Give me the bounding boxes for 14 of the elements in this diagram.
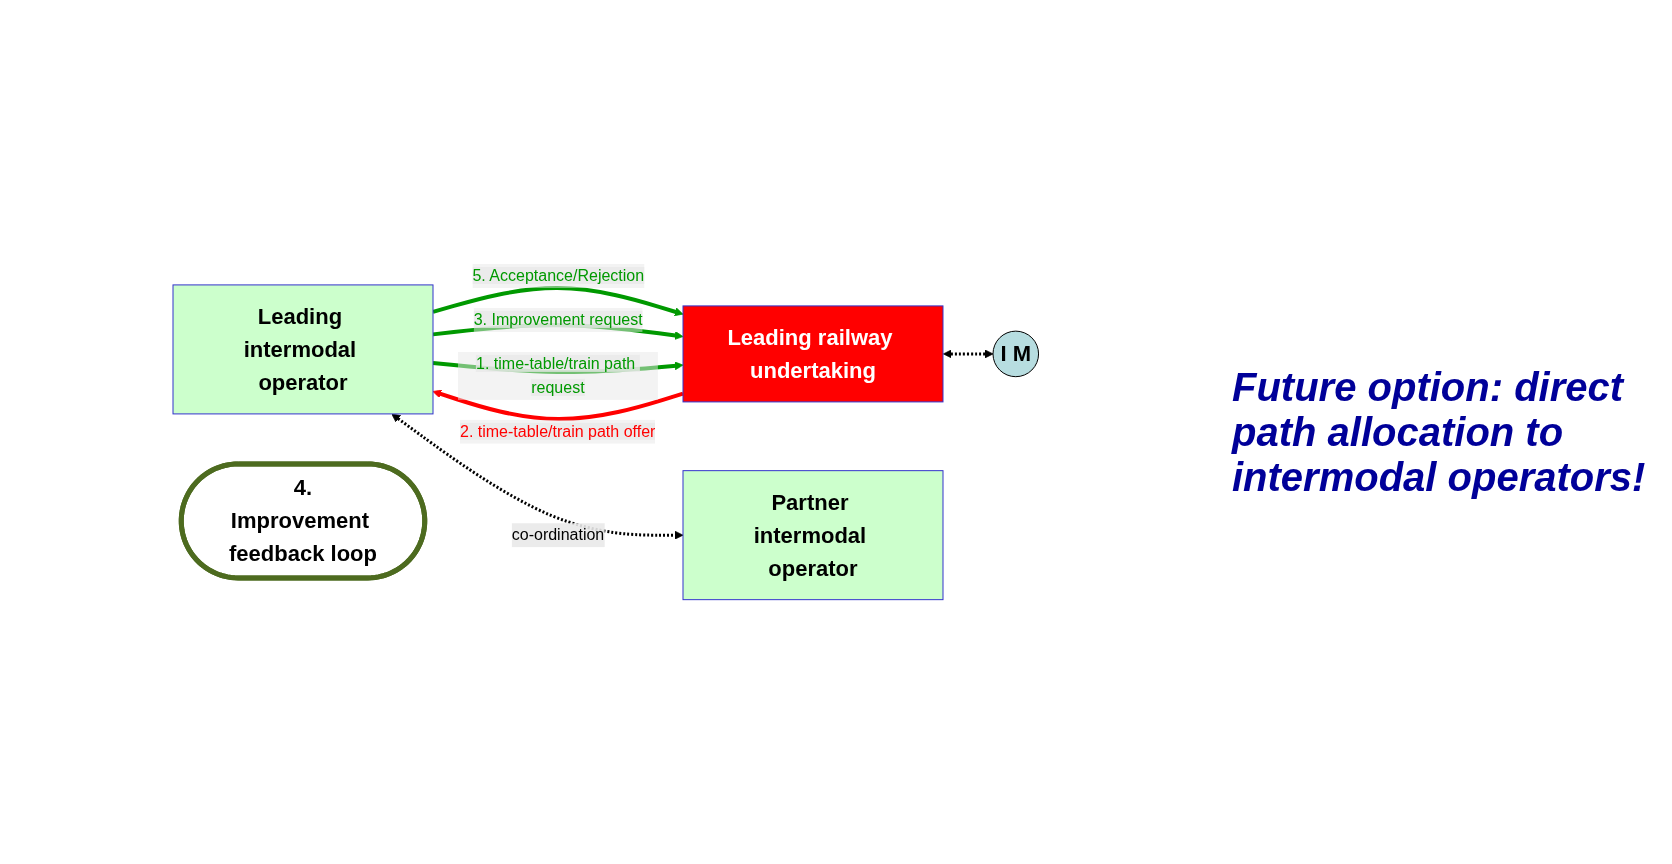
arrow xyxy=(391,413,684,540)
edge-label: 2. time-table/train path offer xyxy=(460,422,656,440)
node-circle: I M xyxy=(992,330,1040,378)
edge-label: co-ordination xyxy=(511,526,605,544)
arrow xyxy=(432,286,684,317)
arrow xyxy=(943,349,994,359)
arrow xyxy=(432,389,684,422)
node-box: Leading intermodal operator xyxy=(172,284,434,415)
note-text: Future option: direct path allocation to intermodal operators! xyxy=(1232,364,1647,500)
node-box: Partner intermodal operator xyxy=(682,470,944,601)
edge-label: 1. time-table/train path request xyxy=(476,355,636,397)
edge-label: 5. Acceptance/Rejection xyxy=(472,267,645,285)
node-box: Leading railway undertaking xyxy=(682,305,944,403)
edge-label: 3. Improvement request xyxy=(473,311,643,329)
